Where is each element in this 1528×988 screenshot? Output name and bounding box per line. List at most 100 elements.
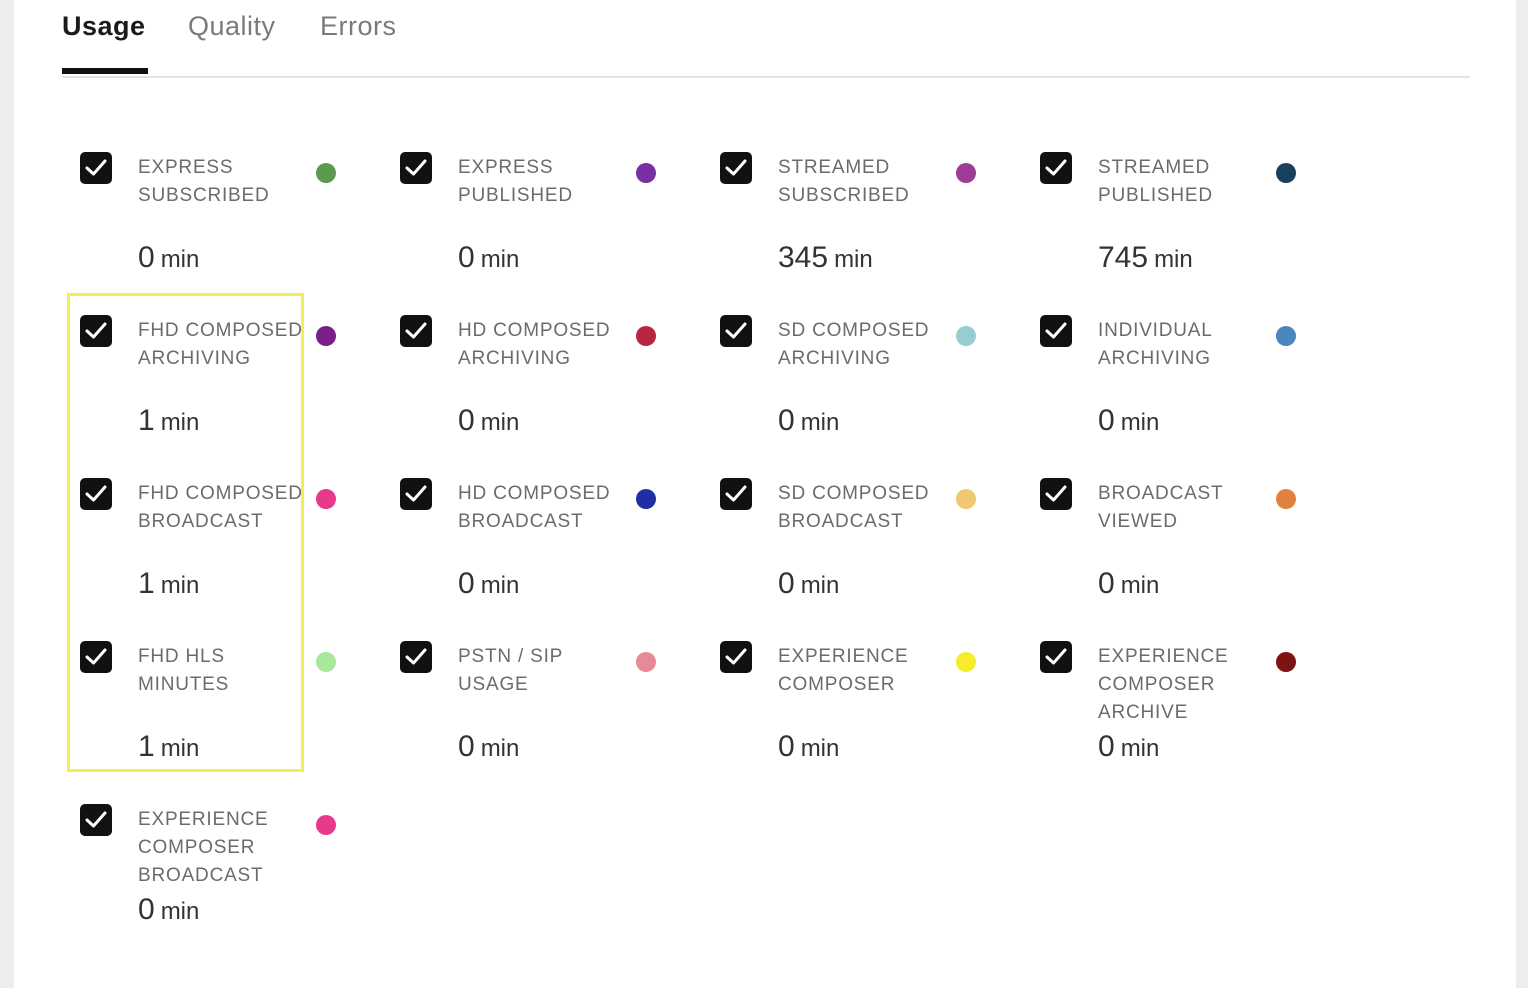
metric-unit: min: [800, 735, 840, 762]
series-color-dot: [316, 163, 336, 183]
metric-number: 0: [458, 730, 475, 763]
metric-number: 0: [138, 893, 155, 926]
metric-checkbox[interactable]: [400, 641, 432, 673]
metric-label: EXPRESS PUBLISHED: [458, 157, 573, 206]
tab-errors[interactable]: Errors: [320, 11, 397, 41]
tab-usage[interactable]: Usage: [62, 11, 146, 41]
metric-checkbox[interactable]: [80, 804, 112, 836]
metric-checkbox[interactable]: [1040, 478, 1072, 510]
series-color-dot: [1276, 489, 1296, 509]
metric-unit: min: [1120, 572, 1160, 599]
metric-label: EXPERIENCE COMPOSER BROADCAST: [138, 809, 269, 886]
metric-checkbox[interactable]: [80, 152, 112, 184]
series-color-dot: [956, 326, 976, 346]
metric-number: 0: [458, 567, 475, 600]
metric-unit: min: [480, 735, 520, 762]
metric-unit: min: [1120, 409, 1160, 436]
metric-number: 0: [458, 404, 475, 437]
metric-checkbox[interactable]: [80, 315, 112, 347]
metric-number: 1: [138, 567, 155, 600]
tab-quality[interactable]: Quality: [188, 11, 276, 41]
metric-checkbox[interactable]: [1040, 315, 1072, 347]
metric-checkbox[interactable]: [1040, 641, 1072, 673]
series-color-dot: [636, 326, 656, 346]
metric-unit: min: [800, 409, 840, 436]
metric-checkbox[interactable]: [720, 315, 752, 347]
metric-label: HD COMPOSED BROADCAST: [458, 483, 611, 532]
series-color-dot: [316, 652, 336, 672]
series-color-dot: [1276, 163, 1296, 183]
metric-unit: min: [834, 246, 873, 273]
metric-checkbox[interactable]: [720, 478, 752, 510]
series-color-dot: [956, 163, 976, 183]
series-color-dot: [636, 652, 656, 672]
series-color-dot: [956, 489, 976, 509]
metric-label: FHD COMPOSED ARCHIVING: [138, 320, 303, 369]
series-color-dot: [316, 815, 336, 835]
tab-bar: Usage Quality Errors: [62, 0, 1470, 78]
series-color-dot: [636, 163, 656, 183]
metric-label: FHD HLS MINUTES: [138, 646, 230, 695]
metric-number: 0: [778, 404, 795, 437]
active-tab-indicator: [62, 68, 148, 74]
metric-unit: min: [800, 572, 840, 599]
metric-unit: min: [160, 735, 200, 762]
metric-checkbox[interactable]: [80, 641, 112, 673]
metric-label: SD COMPOSED ARCHIVING: [778, 320, 930, 369]
metric-label: STREAMED SUBSCRIBED: [778, 157, 910, 206]
metric-unit: min: [480, 409, 520, 436]
metric-checkbox[interactable]: [720, 152, 752, 184]
series-color-dot: [316, 489, 336, 509]
metric-checkbox[interactable]: [1040, 152, 1072, 184]
metric-unit: min: [160, 246, 200, 273]
metric-label: PSTN / SIP USAGE: [458, 646, 563, 695]
series-color-dot: [316, 326, 336, 346]
series-color-dot: [636, 489, 656, 509]
metric-number: 0: [778, 567, 795, 600]
metric-number: 1: [138, 730, 155, 763]
metric-checkbox[interactable]: [400, 315, 432, 347]
metric-checkbox[interactable]: [400, 152, 432, 184]
metric-checkbox[interactable]: [80, 478, 112, 510]
metric-unit: min: [160, 898, 200, 925]
metric-label: SD COMPOSED BROADCAST: [778, 483, 930, 532]
metric-number: 0: [1098, 404, 1115, 437]
metric-checkbox[interactable]: [400, 478, 432, 510]
metric-label: EXPERIENCE COMPOSER ARCHIVE: [1098, 646, 1229, 723]
metric-label: STREAMED PUBLISHED: [1098, 157, 1213, 206]
metric-number: 0: [1098, 567, 1115, 600]
metric-unit: min: [1154, 246, 1193, 273]
metric-label: HD COMPOSED ARCHIVING: [458, 320, 611, 369]
metric-number: 0: [1098, 730, 1115, 763]
metric-unit: min: [480, 572, 520, 599]
metric-label: EXPERIENCE COMPOSER: [778, 646, 909, 695]
metric-number: 0: [778, 730, 795, 763]
metric-number: 1: [138, 404, 155, 437]
metric-checkbox[interactable]: [720, 641, 752, 673]
